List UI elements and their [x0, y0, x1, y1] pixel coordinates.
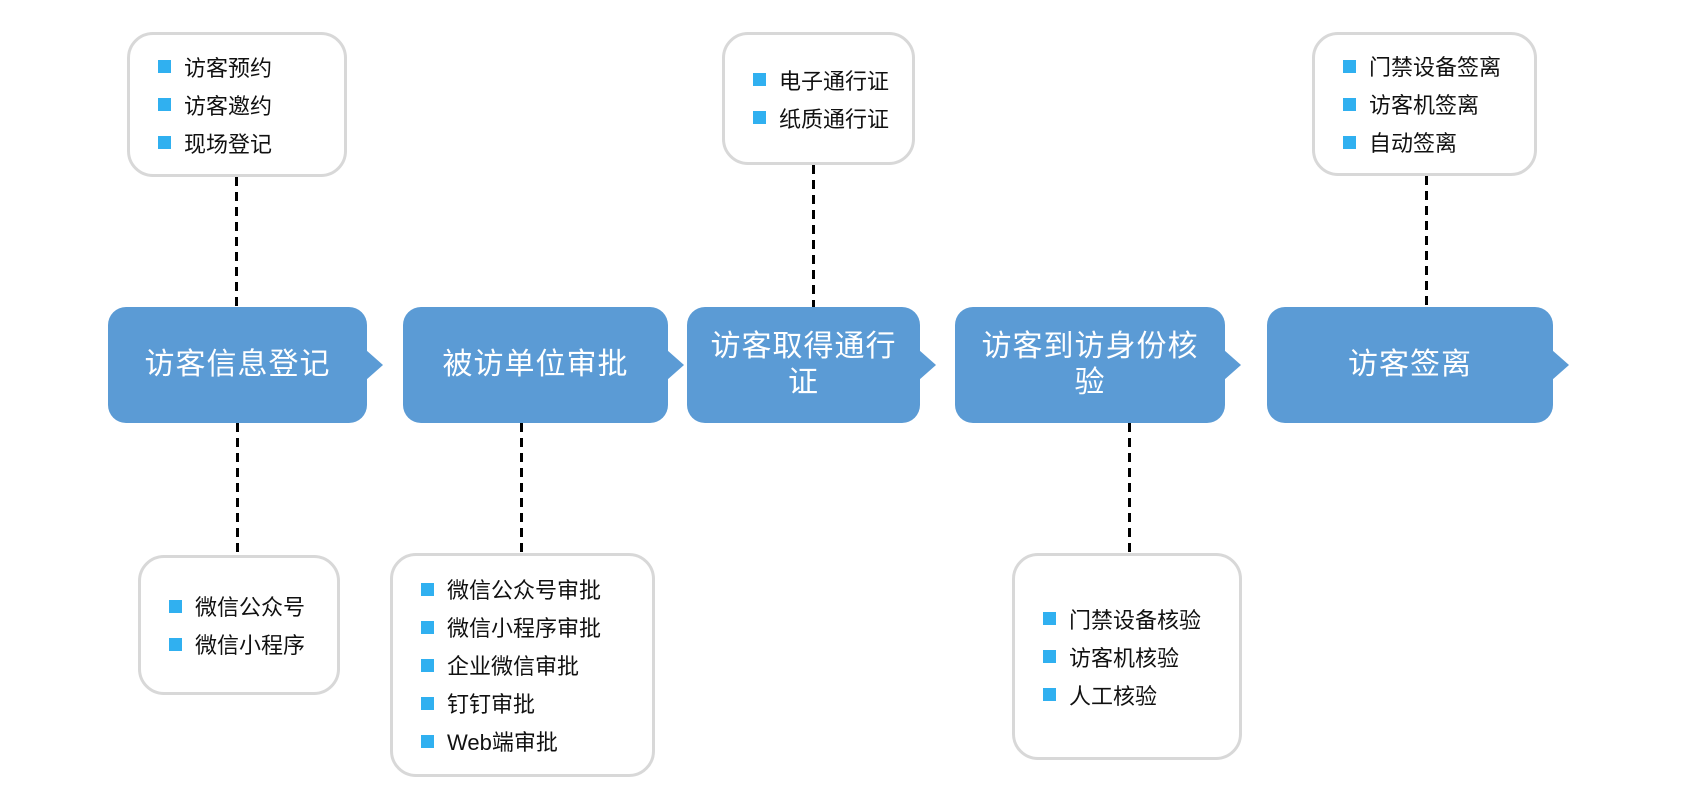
step-visitor-info-registration: 访客信息登记 — [108, 307, 383, 423]
dashed-connector-bottom-right — [1128, 423, 1131, 553]
list-item: 访客机核验 — [1043, 638, 1239, 676]
square-bullet-icon — [1343, 135, 1356, 149]
square-bullet-icon — [1043, 688, 1056, 701]
callout-item-label: 微信公众号 — [195, 595, 306, 620]
square-bullet-icon — [169, 599, 182, 613]
list-item: 企业微信审批 — [421, 646, 652, 684]
list-item: 门禁设备签离 — [1343, 47, 1534, 85]
callout-registration-apps: 微信公众号 微信小程序 — [138, 555, 340, 695]
callout-item-label: 门禁设备核验 — [1069, 607, 1202, 633]
square-bullet-icon — [753, 111, 766, 124]
step-visitor-gets-pass: 访客取得通行证 — [687, 307, 936, 423]
list-item: 微信公众号 — [169, 587, 337, 625]
square-bullet-icon — [1343, 97, 1356, 111]
step-visitor-sign-out: 访客签离 — [1267, 307, 1569, 423]
callout-item-label: 访客机核验 — [1069, 645, 1180, 671]
callout-item-label: Web端审批 — [447, 730, 558, 755]
callout-registration-channels: 访客预约 访客邀约 现场登记 — [127, 32, 347, 177]
step-host-unit-approval: 被访单位审批 — [403, 307, 684, 423]
dashed-connector-bottom-center — [520, 423, 523, 553]
square-bullet-icon — [421, 734, 434, 748]
step-visitor-identity-verification: 访客到访身份核验 — [955, 307, 1241, 423]
callout-item-label: 访客机签离 — [1369, 93, 1480, 118]
list-item: 访客邀约 — [158, 86, 344, 124]
callout-item-label: 访客邀约 — [184, 93, 273, 119]
list-item: 纸质通行证 — [753, 99, 912, 137]
list-item: 电子通行证 — [753, 61, 912, 99]
list-item: 微信小程序 — [169, 625, 337, 663]
list-item: 访客机签离 — [1343, 85, 1534, 123]
arrow-right-icon — [667, 350, 684, 380]
callout-verification-methods: 门禁设备核验 访客机核验 人工核验 — [1012, 553, 1242, 760]
dashed-connector-top-right — [1425, 176, 1428, 307]
step-label: 访客到访身份核验 — [981, 330, 1199, 399]
list-item: 人工核验 — [1043, 676, 1239, 714]
list-item: 微信公众号审批 — [421, 570, 652, 608]
square-bullet-icon — [158, 98, 171, 111]
square-bullet-icon — [421, 696, 434, 710]
list-item: Web端审批 — [421, 722, 652, 760]
arrow-right-icon — [1224, 350, 1241, 380]
arrow-right-icon — [1552, 350, 1569, 380]
callout-item-label: 访客预约 — [184, 55, 273, 81]
list-item: 自动签离 — [1343, 123, 1534, 161]
callout-item-label: 纸质通行证 — [779, 106, 890, 132]
square-bullet-icon — [753, 73, 766, 86]
dashed-connector-bottom-left — [236, 423, 239, 555]
square-bullet-icon — [421, 658, 434, 672]
square-bullet-icon — [421, 582, 434, 596]
callout-approval-channels: 微信公众号审批 微信小程序审批 企业微信审批 钉钉审批 Web端审批 — [390, 553, 655, 777]
square-bullet-icon — [421, 620, 434, 634]
list-item: 钉钉审批 — [421, 684, 652, 722]
callout-item-label: 自动签离 — [1369, 131, 1458, 156]
callout-item-label: 电子通行证 — [779, 68, 890, 94]
square-bullet-icon — [169, 637, 182, 651]
callout-item-label: 微信小程序审批 — [447, 616, 602, 641]
list-item: 门禁设备核验 — [1043, 600, 1239, 638]
callout-item-label: 企业微信审批 — [447, 654, 580, 679]
callout-pass-types: 电子通行证 纸质通行证 — [722, 32, 915, 165]
callout-item-label: 门禁设备签离 — [1369, 55, 1502, 80]
list-item: 访客预约 — [158, 48, 344, 86]
square-bullet-icon — [158, 60, 171, 73]
step-label: 访客签离 — [1348, 348, 1472, 381]
callout-item-label: 微信小程序 — [195, 633, 306, 658]
step-label: 访客信息登记 — [144, 348, 331, 381]
step-label: 被访单位审批 — [442, 348, 629, 381]
callout-item-label: 人工核验 — [1069, 683, 1158, 709]
callout-item-label: 钉钉审批 — [447, 692, 536, 717]
square-bullet-icon — [1043, 650, 1056, 663]
dashed-connector-top-left — [235, 177, 238, 307]
arrow-right-icon — [919, 350, 936, 380]
square-bullet-icon — [1043, 612, 1056, 625]
square-bullet-icon — [158, 136, 171, 149]
square-bullet-icon — [1343, 59, 1356, 73]
list-item: 现场登记 — [158, 124, 344, 162]
dashed-connector-top-center — [812, 165, 815, 307]
list-item: 微信小程序审批 — [421, 608, 652, 646]
arrow-right-icon — [366, 350, 383, 380]
callout-item-label: 微信公众号审批 — [447, 578, 602, 603]
step-label: 访客取得通行证 — [710, 330, 897, 399]
callout-signout-methods: 门禁设备签离 访客机签离 自动签离 — [1312, 32, 1537, 176]
callout-item-label: 现场登记 — [184, 131, 273, 157]
